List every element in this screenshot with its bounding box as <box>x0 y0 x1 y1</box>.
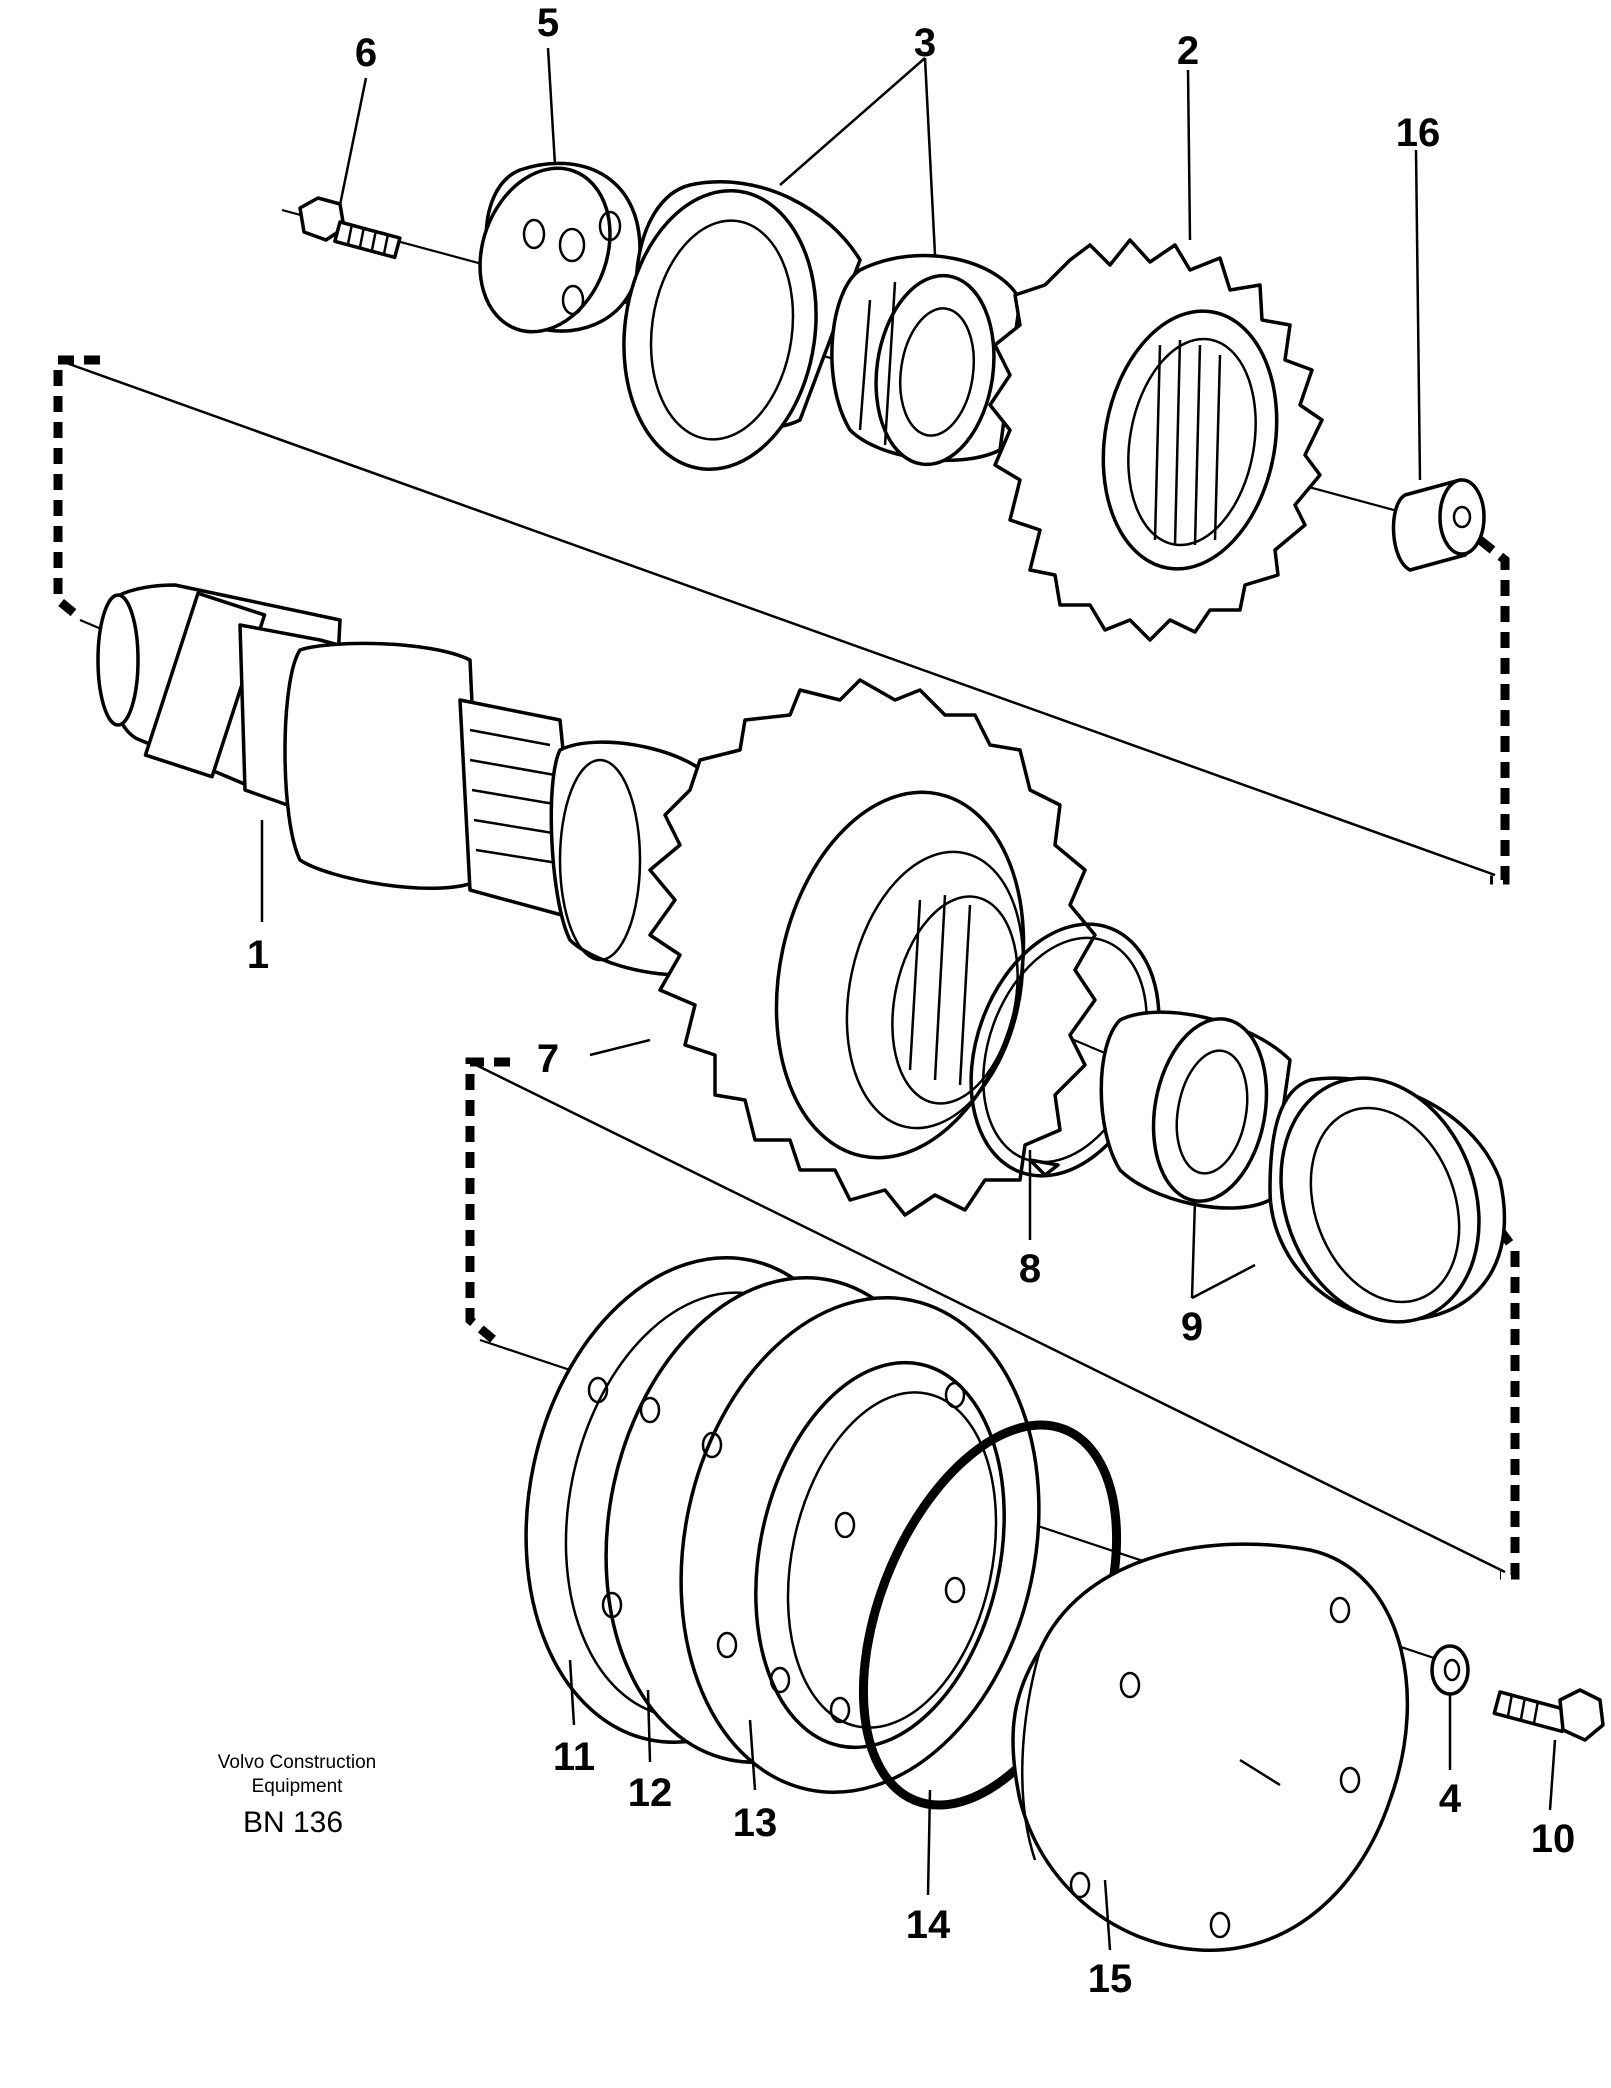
cover-part-15 <box>1011 1542 1410 1952</box>
main-shaft-part-1 <box>96 583 732 977</box>
credit-line-2: Equipment <box>252 1776 344 1797</box>
bolt-part-10 <box>1492 1688 1605 1742</box>
callout-3: 3 <box>914 21 936 65</box>
callout-5: 5 <box>537 1 559 45</box>
callout-labels: 6 5 3 2 16 1 7 8 9 11 12 13 14 15 4 10 <box>247 1 1575 2001</box>
callout-2: 2 <box>1177 29 1199 73</box>
callout-7: 7 <box>537 1037 559 1081</box>
flange-part-13 <box>587 1296 1041 1794</box>
callout-15: 15 <box>1088 1957 1133 2001</box>
bearing-part-9 <box>1099 1010 1507 1324</box>
callout-6: 6 <box>355 31 377 75</box>
callout-13: 13 <box>733 1801 778 1845</box>
callout-8: 8 <box>1019 1247 1041 1291</box>
retainer-plate-part-5 <box>478 161 642 334</box>
callout-1: 1 <box>247 933 269 977</box>
callout-10: 10 <box>1531 1817 1576 1861</box>
bolt-part-6 <box>298 196 402 260</box>
upper-dashed-bracket <box>53 355 1510 885</box>
callout-14: 14 <box>906 1903 951 1947</box>
sleeve-part-16 <box>1391 478 1486 572</box>
callout-11: 11 <box>553 1735 595 1779</box>
callout-4: 4 <box>1439 1777 1462 1821</box>
leader-lines <box>260 47 1557 1951</box>
credit-block: Volvo Construction Equipment BN 136 <box>218 1752 376 1839</box>
callout-16: 16 <box>1396 111 1441 155</box>
washer-part-4 <box>1430 1644 1470 1696</box>
callout-9: 9 <box>1181 1305 1203 1349</box>
callout-12: 12 <box>628 1771 673 1815</box>
gear-part-7 <box>648 678 1097 1217</box>
bearing-part-3 <box>622 180 1022 472</box>
gear-part-2 <box>988 238 1324 642</box>
credit-line-1: Volvo Construction <box>218 1752 376 1773</box>
drawing-code: BN 136 <box>243 1806 343 1839</box>
lower-dashed-bracket <box>465 1057 1520 1580</box>
